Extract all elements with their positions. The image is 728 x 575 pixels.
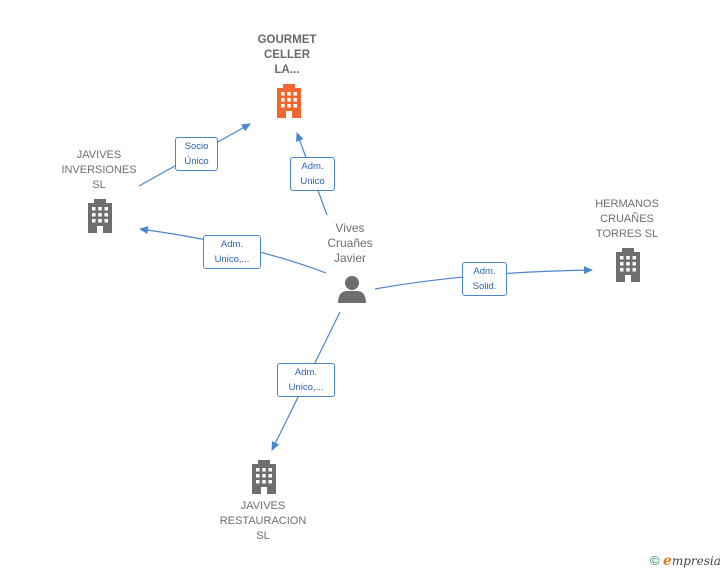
edge-label-adm-unico-gourmet[interactable]: Adm. Unico: [290, 157, 335, 191]
copyright-symbol: ©: [650, 553, 660, 568]
node-label-person[interactable]: Vives Cruañes Javier: [327, 221, 373, 265]
edge-label-socio-unico[interactable]: Socio Único: [175, 137, 218, 171]
edge-label-adm-unico-inversiones[interactable]: Adm. Unico,...: [203, 235, 261, 269]
building-icon-hermanos[interactable]: [616, 248, 640, 282]
node-label-hermanos[interactable]: HERMANOS CRUAÑES TORRES SL: [595, 198, 659, 240]
building-icon-javives-inversiones[interactable]: [88, 199, 112, 233]
node-label-gourmet[interactable]: GOURMET CELLER LA...: [257, 34, 317, 76]
building-icon-gourmet[interactable]: [277, 84, 301, 118]
footer-brand: © empresia: [650, 553, 721, 569]
edge-label-adm-solid[interactable]: Adm. Solid.: [462, 262, 507, 296]
node-label-javives-restauracion[interactable]: JAVIVES RESTAURACION SL: [219, 500, 307, 542]
node-label-javives-inversiones[interactable]: JAVIVES INVERSIONES SL: [61, 149, 137, 191]
person-icon[interactable]: [338, 276, 366, 303]
brand-logo: empresia: [662, 553, 721, 569]
edge-label-adm-unico-restauracion[interactable]: Adm. Unico,...: [277, 363, 335, 397]
building-icon-javives-restauracion[interactable]: [252, 460, 276, 494]
